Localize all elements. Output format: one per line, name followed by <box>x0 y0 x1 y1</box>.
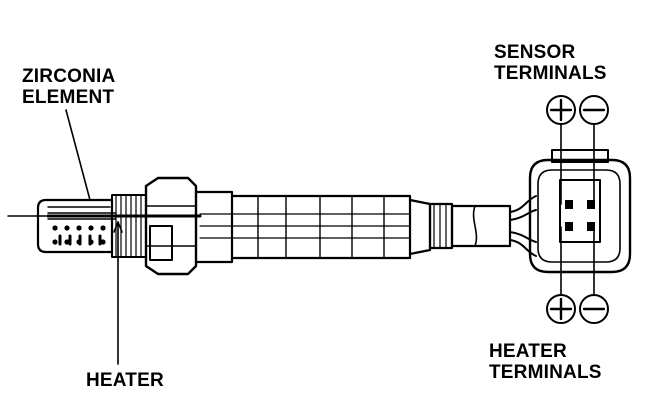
heater-terminals-label: HEATER TERMINALS <box>489 341 602 383</box>
zirconia-label-line-2: ELEMENT <box>22 87 115 108</box>
sensor-terminals-line-1: SENSOR <box>494 42 576 63</box>
heater-positive-terminal <box>546 294 576 324</box>
sensor-hex-nut <box>144 176 198 276</box>
zirconia-label-line-1: ZIRCONIA <box>22 66 116 87</box>
sensor-cable <box>428 195 537 257</box>
tip-louver-dots <box>52 225 106 245</box>
sensor-terminals-label: SENSOR TERMINALS <box>494 42 607 84</box>
heater-terminals-line-2: TERMINALS <box>489 362 602 383</box>
heater-terminal-leads <box>560 226 595 296</box>
sensor-terminals-line-2: TERMINALS <box>494 63 607 84</box>
sensor-tip <box>36 198 117 254</box>
heater-negative-terminal <box>579 294 609 324</box>
heater-label-text: HEATER <box>86 370 164 391</box>
heater-label: HEATER <box>86 370 164 391</box>
zirconia-element-label: ZIRCONIA ELEMENT <box>22 66 115 108</box>
heater-terminals-line-1: HEATER <box>489 341 567 362</box>
sensor-terminal-leads <box>560 123 595 205</box>
sensor-negative-terminal <box>579 95 609 125</box>
heater-leader-arrow <box>113 221 123 233</box>
sensor-connector <box>528 149 632 274</box>
zirconia-leader-line <box>65 109 91 201</box>
sensor-body <box>194 190 432 264</box>
connector-pins <box>565 200 595 231</box>
sensor-positive-terminal <box>546 95 576 125</box>
